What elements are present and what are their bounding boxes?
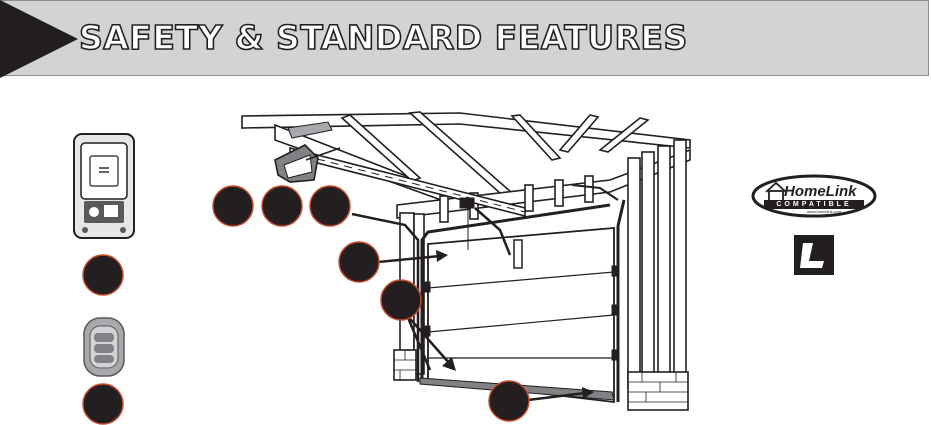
homelink-wordmark: HomeLink [784,183,857,200]
callout-badge [489,381,529,421]
callout-badge [262,186,302,226]
remote-icon [84,318,124,376]
homelink-logo: HomeLink COMPATIBLE www.homelink.com [752,176,876,216]
wall-control-icon [74,134,134,238]
callout-badge [310,186,350,226]
callout-badge [339,242,379,282]
liftmaster-logo-icon [794,235,834,275]
callout-badge [83,384,123,424]
callout-badge [213,186,253,226]
callout-badge [83,255,123,295]
callout-badge [381,280,421,320]
homelink-url: www.homelink.com [807,209,841,214]
homelink-compatible: COMPATIBLE [764,200,864,209]
